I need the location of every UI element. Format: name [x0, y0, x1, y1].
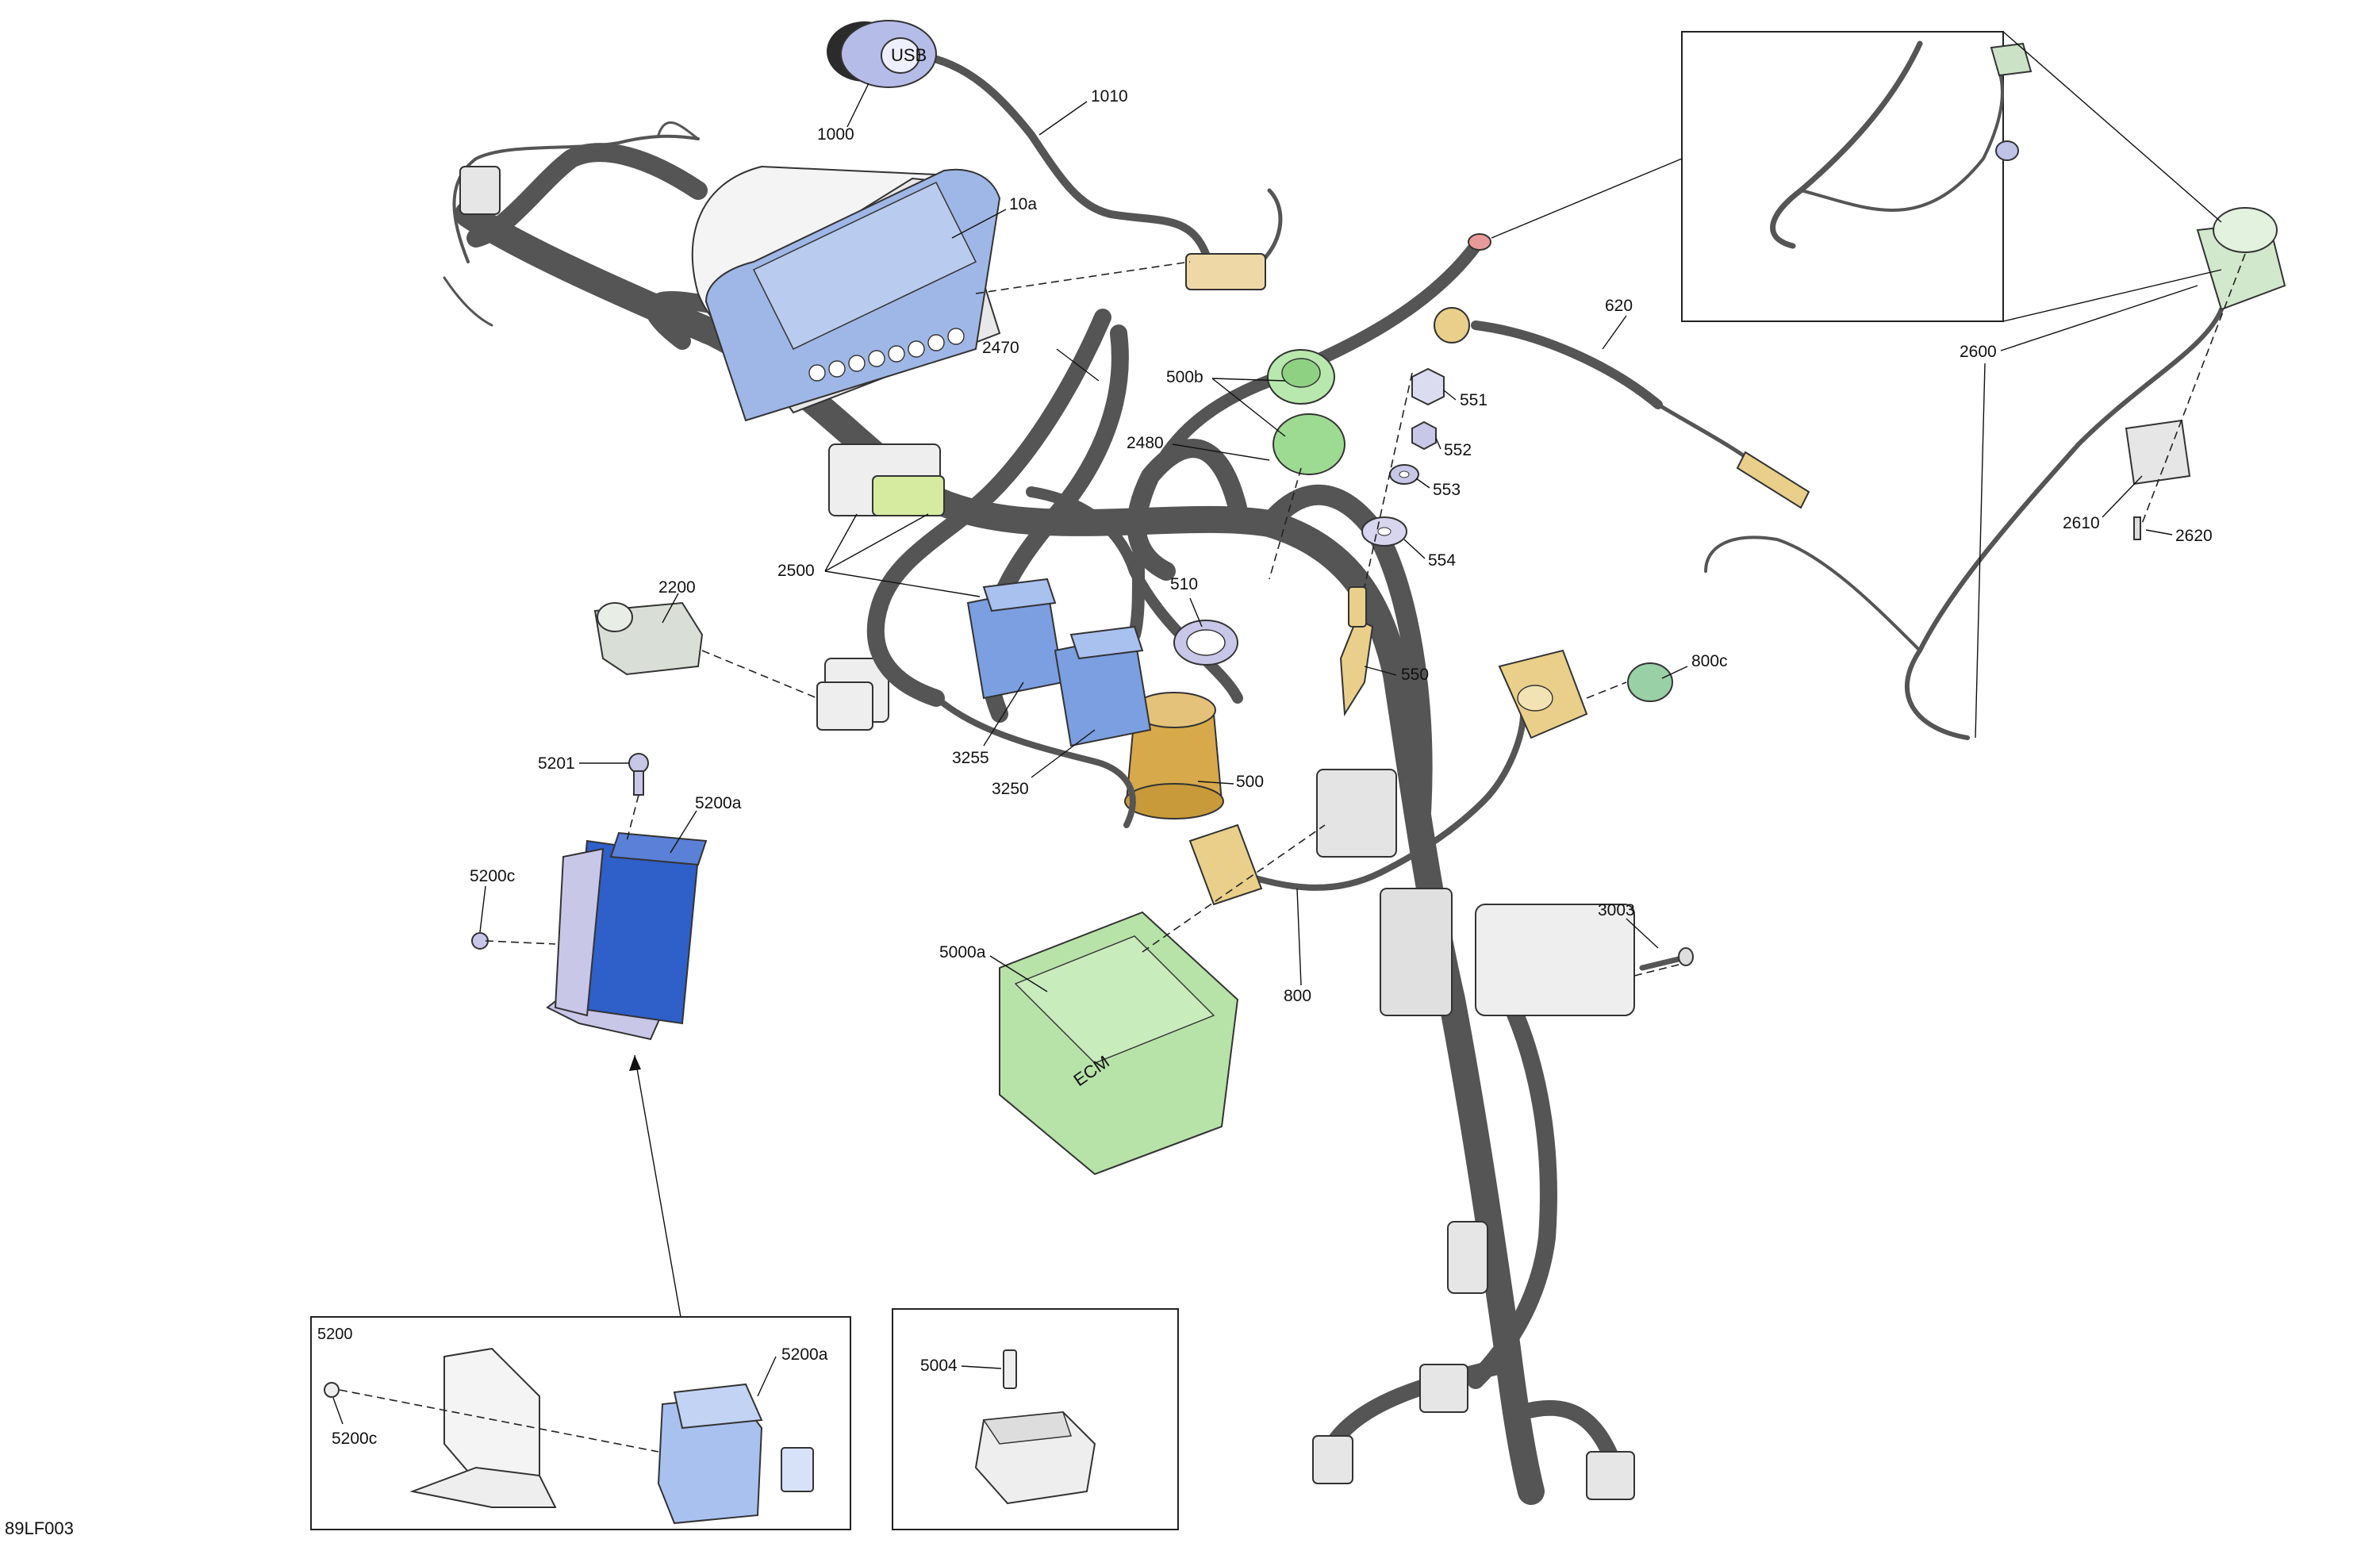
control-module-assembly: [471, 753, 708, 1041]
screw-3003: [1639, 947, 1694, 971]
ignition-switch: [1124, 620, 1238, 819]
callout-3250: 3250: [992, 780, 1029, 798]
display-buttons: [808, 328, 965, 382]
callouts: 1000 1010 10a 2470 500b 2480 2500 2200 5…: [470, 83, 2213, 1005]
hardware-stack: [1361, 367, 1445, 547]
callout-550: 550: [1401, 666, 1429, 684]
callout-1010: 1010: [1091, 87, 1128, 106]
callout-552: 552: [1444, 441, 1472, 459]
callout-3255: 3255: [952, 749, 989, 767]
callout-551: 551: [1460, 391, 1488, 409]
inset-relay: 5004: [892, 1308, 1179, 1530]
usb-socket: USB: [827, 20, 1283, 290]
callout-2610: 2610: [2063, 514, 2100, 532]
callout-500b: 500b: [1166, 368, 1203, 386]
callout-2620: 2620: [2175, 527, 2213, 545]
inset-bracket: 5200 5200a 5200c: [310, 1316, 851, 1530]
usb-stamp: USB: [891, 45, 927, 65]
callout-5200c: 5200c: [470, 867, 515, 885]
callout-2480: 2480: [1127, 434, 1164, 452]
callout-5000a: 5000a: [939, 943, 986, 961]
ecm-module: ECM: [999, 911, 1239, 1176]
top-right-detail-box: [1681, 31, 2033, 322]
callout-510: 510: [1170, 575, 1198, 593]
yellow-sub-harness: [1188, 649, 1673, 906]
inset-callout-5004: 5004: [920, 1357, 958, 1375]
inset-callout-5200a: 5200a: [781, 1345, 828, 1364]
yellow-green-connectors: [872, 475, 945, 516]
inset-bracket-title: 5200: [317, 1326, 353, 1343]
callout-800: 800: [1284, 987, 1311, 1005]
battery-cable: [1026, 233, 1491, 704]
pressure-sensor: [593, 601, 704, 676]
callout-5200a: 5200a: [695, 794, 742, 812]
callout-553: 553: [1433, 481, 1461, 499]
callout-2500: 2500: [777, 562, 815, 580]
inset-callout-5200c: 5200c: [332, 1430, 377, 1448]
sensor-connector: [816, 681, 873, 731]
tether-switch-harness: [1704, 207, 2286, 740]
callout-3003: 3003: [1598, 901, 1635, 919]
digital-display-gauge: [691, 165, 1001, 422]
yellow-sensor: [1339, 586, 1374, 717]
callout-620: 620: [1605, 297, 1633, 315]
callout-500: 500: [1236, 773, 1264, 791]
callout-2200: 2200: [658, 578, 696, 597]
callout-5201: 5201: [538, 754, 575, 773]
assembly-lines: [485, 31, 2246, 1318]
callout-2600: 2600: [1960, 343, 1997, 361]
callout-554: 554: [1428, 551, 1456, 570]
figure-reference-code: 89LF003: [5, 1518, 74, 1538]
blue-rocker-switches: [925, 578, 1152, 828]
callout-10a: 10a: [1009, 195, 1037, 213]
tether-cord: [1434, 307, 1810, 509]
green-relay: [1267, 349, 1345, 475]
callout-1000: 1000: [817, 125, 854, 144]
callout-2470: 2470: [982, 339, 1019, 357]
callout-800c: 800c: [1691, 652, 1728, 670]
